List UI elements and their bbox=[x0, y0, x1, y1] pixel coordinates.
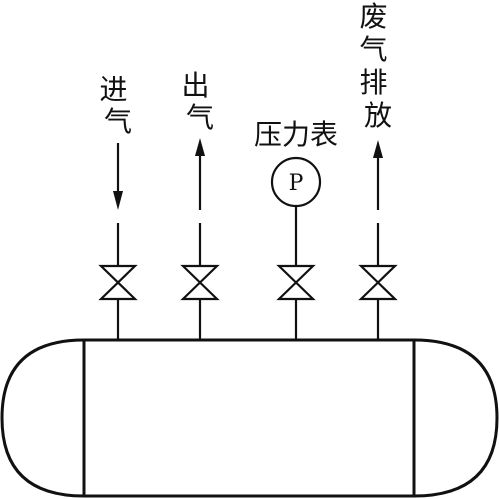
outlet-label-char-1: 出 bbox=[182, 69, 210, 102]
pressure-gauge-symbol: P bbox=[289, 171, 304, 196]
pressure-gauge-label: 压力表 bbox=[254, 118, 338, 151]
inlet-valve-icon bbox=[98, 264, 138, 301]
exhaust-valve-icon bbox=[358, 264, 398, 301]
exhaust-label-char-3: 排 bbox=[360, 66, 388, 99]
outlet-label: 出 气 bbox=[182, 69, 219, 134]
outlet-valve-icon bbox=[180, 264, 220, 301]
exhaust-label-char-2: 气 bbox=[360, 33, 388, 66]
inlet-label: 进 气 bbox=[100, 73, 137, 138]
gauge-valve-icon bbox=[276, 264, 316, 301]
outlet-arrow-head bbox=[195, 138, 205, 156]
inlet-label-char-1: 进 bbox=[100, 73, 128, 106]
inlet-label-char-2: 气 bbox=[104, 105, 132, 138]
exhaust-label-char-4: 放 bbox=[364, 99, 392, 132]
exhaust-arrow-head bbox=[373, 140, 383, 158]
pressure-gauge-icon: P bbox=[270, 156, 322, 208]
tank-vessel bbox=[0, 338, 499, 498]
exhaust-label-char-1: 废 bbox=[360, 0, 388, 33]
tank-outline bbox=[0, 338, 499, 498]
exhaust-label: 废 气 排 放 bbox=[360, 0, 397, 132]
outlet-label-char-2: 气 bbox=[186, 101, 214, 134]
inlet-arrow-head bbox=[113, 191, 123, 210]
